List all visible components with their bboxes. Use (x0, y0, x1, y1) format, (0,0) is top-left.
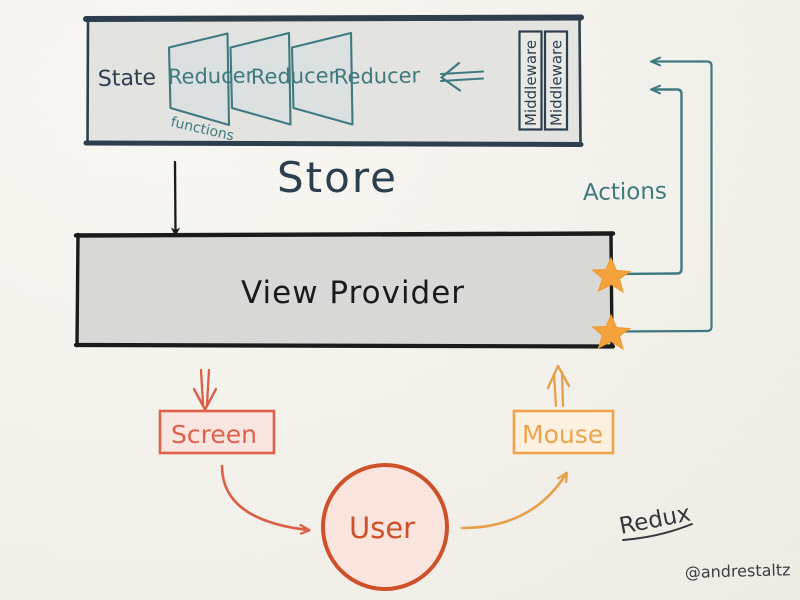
reducer-label-1: Reducer (168, 63, 255, 89)
screen-output-arrow (192, 368, 218, 411)
screen-to-user-arrow (220, 464, 308, 530)
reducer-label-3: Reducer (334, 63, 421, 89)
middleware-box-2 (543, 30, 569, 131)
user-to-mouse-arrow (460, 471, 568, 530)
reducer-label-2: Reducer (251, 63, 338, 89)
view-provider-box (73, 231, 616, 349)
mouse-box (512, 409, 615, 455)
middleware-label-1: Middleware (522, 40, 540, 126)
middleware-label-2: Middleware (548, 40, 566, 126)
user-circle (321, 463, 449, 591)
author-signature: @andrestaltz (685, 560, 791, 582)
state-flow-arrow (170, 160, 181, 237)
action-loop-inner (612, 84, 683, 276)
store-title: Store (277, 153, 398, 202)
mouse-input-arrow (546, 364, 571, 408)
action-emitter-star-bottom (591, 313, 632, 351)
functions-annotation: functions (169, 114, 235, 144)
user-label: User (349, 511, 415, 545)
mouse-label: Mouse (522, 420, 603, 449)
state-label: State (98, 65, 157, 92)
middleware-box-1 (518, 30, 543, 131)
action-emitter-star-top (591, 256, 632, 294)
screen-label: Screen (171, 420, 257, 449)
action-loop-outer (612, 56, 713, 333)
double-left-arrow-icon (439, 61, 485, 92)
actions-label: Actions (583, 179, 667, 206)
view-provider-label: View Provider (241, 275, 465, 311)
screen-box (158, 409, 276, 455)
redux-title: Redux (617, 501, 693, 540)
reducer-trapezoid-2 (229, 31, 292, 126)
redux-underline (622, 523, 693, 541)
reducer-trapezoid-1 (167, 32, 231, 127)
reducer-trapezoid-3 (290, 31, 354, 126)
